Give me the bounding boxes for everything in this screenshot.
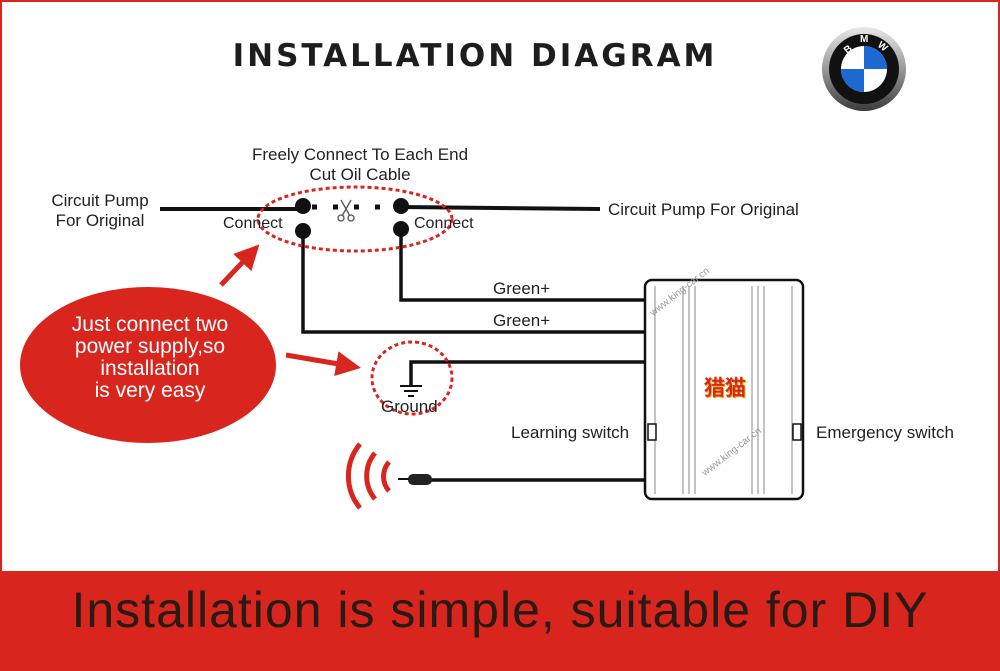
wireless-signal-icon (345, 442, 391, 510)
learning-switch-label: Learning switch (511, 423, 630, 442)
ground-label: Ground (381, 397, 438, 416)
left-pump-line1: Circuit Pump (51, 191, 149, 210)
top-note-line1: Freely Connect To Each End (251, 145, 469, 164)
page-title: INSTALLATION DIAGRAM (232, 38, 718, 74)
bubble-text: Just connect two power supply,so install… (28, 314, 272, 402)
cable-right (400, 205, 601, 211)
top-note-line2: Cut Oil Cable (309, 165, 411, 184)
left-pump-line2: For Original (55, 211, 145, 230)
bubble-line2: power supply,so (74, 335, 226, 358)
info-bubble (20, 287, 276, 443)
highlight-ground-area (370, 340, 454, 416)
wire-green-1 (399, 229, 645, 302)
wire-label-green-2: Green+ (493, 311, 551, 330)
bubble-line1: Just connect two (71, 313, 229, 336)
connect-label-left: Connect (223, 215, 283, 232)
bubble-line4: is very easy (94, 379, 206, 402)
antenna-connector (408, 474, 432, 485)
connect-node-right-top (393, 198, 409, 214)
ground-icon (400, 385, 422, 397)
right-pump-label: Circuit Pump For Original (608, 200, 799, 219)
wire-ground (409, 360, 645, 386)
connect-node-left-top (295, 198, 311, 214)
bmw-logo: B M W (822, 27, 906, 111)
banner-text: Installation is simple, suitable for DIY (71, 582, 929, 638)
scissors-icon (337, 199, 355, 222)
emergency-switch-label: Emergency switch (816, 423, 954, 442)
svg-text:M: M (860, 34, 868, 45)
control-module (643, 278, 805, 501)
learning-switch-button (647, 423, 657, 441)
bottom-banner: Installation is simple, suitable for DIY (0, 571, 1000, 671)
highlight-connect-area (256, 185, 454, 253)
connect-label-right: Connect (414, 215, 474, 232)
wire-label-green-1: Green+ (493, 279, 551, 298)
device-brand-logo: 猎猫 (704, 377, 746, 400)
arrow-to-connect (219, 244, 260, 287)
bubble-line3: installation (100, 357, 200, 380)
arrow-to-ground (285, 351, 361, 376)
emergency-switch-button (792, 423, 802, 441)
wire-green-2 (301, 231, 645, 334)
